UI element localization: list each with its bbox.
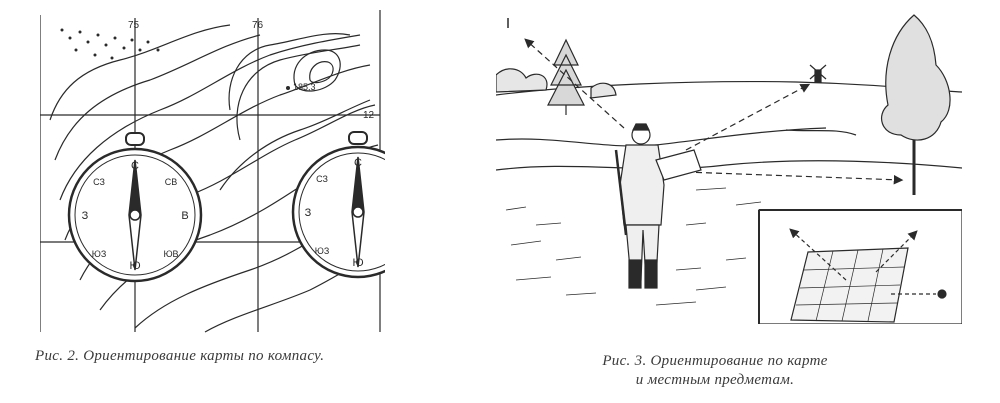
inset-arrow-right	[875, 230, 918, 273]
compass-ring-right	[348, 131, 368, 145]
handheld-map	[655, 149, 702, 181]
height-point	[286, 86, 290, 90]
sight-arrow-left-tree	[524, 38, 625, 129]
soldier-with-map	[614, 123, 702, 289]
compass-left-n: С	[131, 160, 139, 172]
river-line	[785, 129, 857, 136]
compass-left: С Ю В З СЗ СВ ЮЗ ЮВ	[67, 132, 203, 283]
compass-ring-left	[125, 132, 145, 146]
figure-2-map-orientation: 185,3 75 76 12 С Ю В З СЗ СВ ЮЗ ЮВ С Ю	[40, 10, 385, 333]
inset-tree-symbol	[937, 289, 947, 299]
grid-label-76: 76	[252, 20, 264, 31]
marsh-dots	[60, 28, 160, 60]
compass-left-e: В	[181, 210, 188, 222]
compass-right-s: Ю	[352, 257, 363, 269]
compass-left-s: Ю	[129, 260, 140, 272]
rifle	[614, 149, 628, 236]
figure-3-caption: Рис. 3. Ориентирование по карте и местны…	[565, 352, 865, 390]
road-line	[496, 160, 962, 171]
sight-arrow-windmill	[685, 83, 811, 151]
compass-right-n: С	[354, 157, 362, 169]
inset-arrow-left	[789, 228, 847, 281]
side-label-12: 12	[363, 110, 375, 121]
compass-right-sw: ЮЗ	[315, 246, 330, 256]
windmill	[809, 64, 827, 83]
figure-3-caption-line-1: Рис. 3. Ориентирование по карте	[602, 353, 828, 369]
inset-map	[758, 209, 962, 324]
compass-right-w: З	[305, 207, 312, 219]
height-label: 185,3	[293, 82, 316, 92]
bushes-left	[496, 68, 617, 99]
tree-right	[880, 14, 951, 195]
sight-arrow-right-tree	[685, 171, 904, 185]
compass-left-se: ЮВ	[163, 249, 178, 259]
compass-left-nw: СЗ	[93, 177, 105, 187]
grid-label-75: 75	[128, 20, 140, 31]
compass-left-w: З	[82, 210, 89, 222]
ground-hatching	[505, 187, 762, 306]
figure-3-landscape-orientation	[496, 14, 962, 324]
tree-left	[547, 38, 585, 115]
compass-right: С Ю В З СЗ СВ ЮЗ ЮВ	[291, 131, 385, 279]
figure-3-caption-line-2: и местным предметам.	[635, 372, 795, 388]
figure-2-caption: Рис. 2. Ориентирование карты по компасу.	[35, 348, 325, 364]
compass-left-ne: СВ	[165, 177, 178, 187]
field-line	[496, 127, 827, 147]
compass-left-sw: ЮЗ	[92, 249, 107, 259]
compass-right-nw: СЗ	[316, 174, 328, 184]
